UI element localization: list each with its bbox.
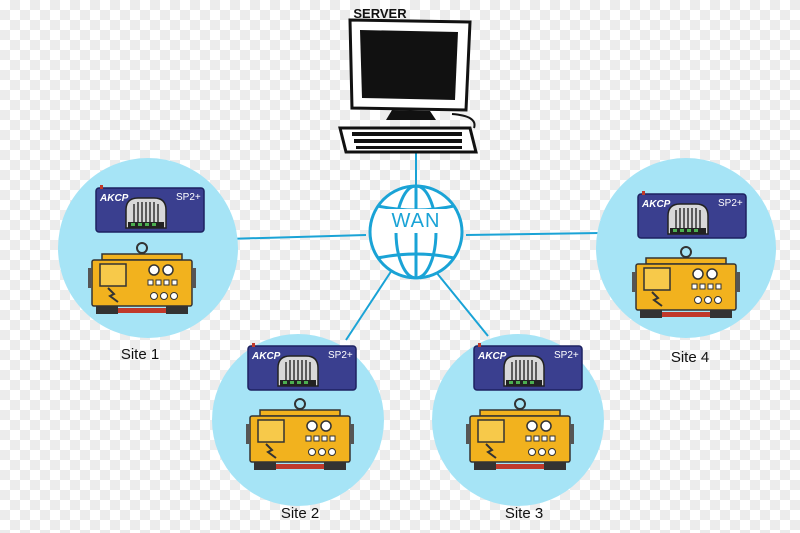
link-site-2 — [345, 269, 393, 341]
link-site-1 — [225, 234, 367, 240]
generator-icon — [465, 398, 575, 471]
connection-lines — [225, 128, 601, 341]
generator-icon — [87, 242, 197, 315]
wan-label: WAN — [386, 209, 446, 233]
brand-label: AKCP — [251, 351, 281, 362]
model-label: SP2+ — [554, 350, 579, 361]
site-3-label: Site 3 — [504, 505, 544, 522]
model-label: SP2+ — [328, 350, 353, 361]
computer-monitor-icon — [338, 18, 478, 154]
brand-label: AKCP — [477, 351, 507, 362]
generator-icon — [631, 246, 741, 319]
brand-label: AKCP — [641, 199, 671, 210]
generator-icon — [245, 398, 355, 471]
brand-label: AKCP — [99, 193, 129, 204]
site-1-label: Site 1 — [120, 346, 160, 363]
site-4-label: Site 4 — [670, 349, 710, 366]
model-label: SP2+ — [718, 198, 743, 209]
site-2-label: Site 2 — [280, 505, 320, 522]
model-label: SP2+ — [176, 192, 201, 203]
link-site-4 — [465, 232, 601, 236]
server-label: SERVER — [353, 6, 407, 21]
link-site-3 — [435, 271, 489, 337]
